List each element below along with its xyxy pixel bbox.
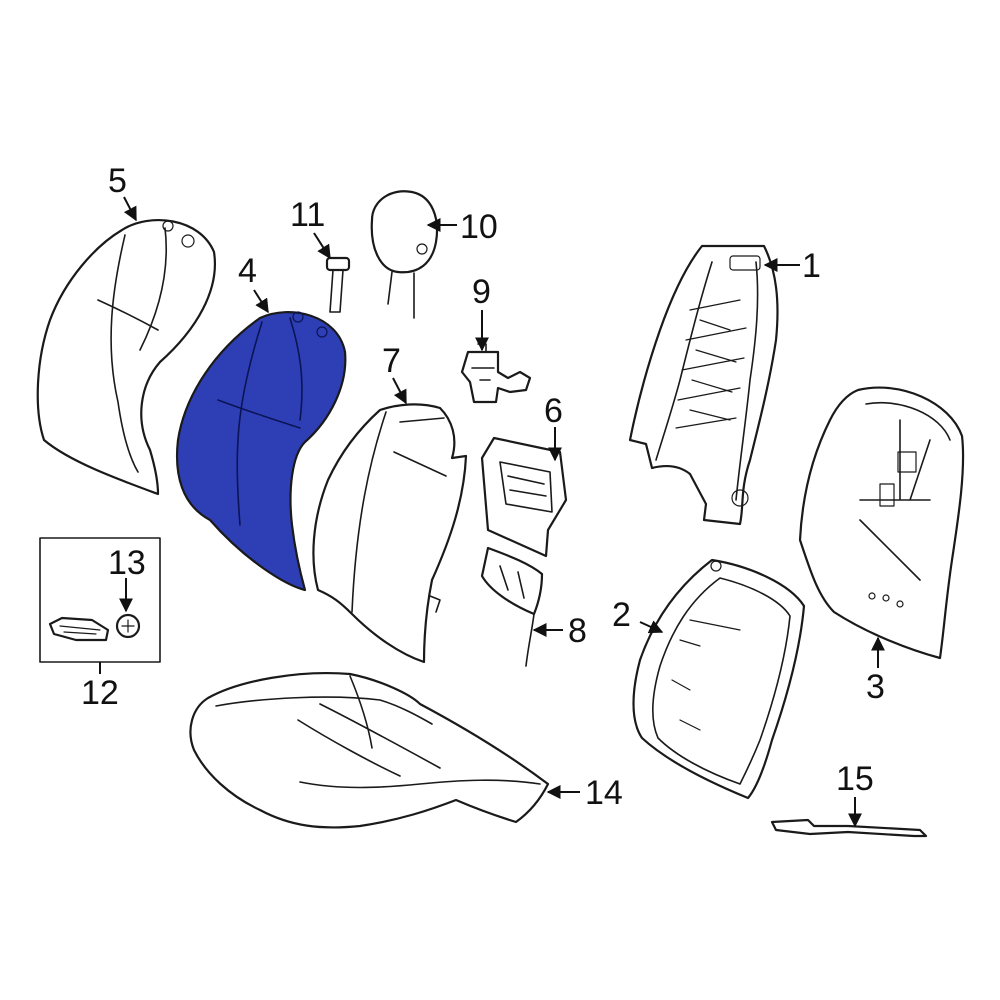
- part-3-rear-panel[interactable]: [798, 386, 965, 660]
- part-13-knob[interactable]: [115, 613, 141, 639]
- callout-14: 14: [585, 774, 623, 812]
- part-2-frame-shell[interactable]: [632, 558, 806, 800]
- leader-lines: [99, 196, 885, 828]
- callout-2: 2: [612, 596, 631, 634]
- part-7-back-panel[interactable]: [312, 403, 468, 664]
- part-12-switch-bezel[interactable]: [48, 616, 110, 642]
- part-10-headrest[interactable]: [370, 190, 438, 319]
- part-6-lumbar-module[interactable]: [480, 436, 568, 558]
- part-11-headrest-guide[interactable]: [325, 256, 351, 313]
- callout-6: 6: [544, 392, 563, 430]
- callout-3: 3: [866, 668, 885, 706]
- callout-5: 5: [108, 162, 127, 200]
- part-5-seat-back-cover[interactable]: [36, 218, 216, 496]
- callout-11: 11: [290, 196, 325, 234]
- part-4-fill: [176, 311, 347, 592]
- callout-10: 10: [460, 208, 498, 246]
- callout-8: 8: [568, 612, 587, 650]
- callout-9: 9: [472, 273, 491, 311]
- part-15-wire-clip[interactable]: [770, 818, 928, 838]
- callout-15: 15: [836, 760, 874, 798]
- part-9-actuator[interactable]: [460, 343, 532, 404]
- part-14-seat-cushion[interactable]: [189, 672, 550, 829]
- part-4-seat-back-pad[interactable]: [176, 311, 347, 592]
- part-1-seat-back-frame[interactable]: [628, 244, 779, 526]
- part-8-lumbar-pad[interactable]: [480, 546, 544, 667]
- callout-labels: 1 2 3 4 5 6 7 8 9 10 11 12 13 14 15: [81, 162, 885, 812]
- callout-13: 13: [108, 544, 146, 582]
- callout-4: 4: [238, 252, 257, 290]
- callout-12: 12: [81, 674, 119, 712]
- callout-1: 1: [802, 247, 821, 285]
- callout-7: 7: [382, 342, 401, 380]
